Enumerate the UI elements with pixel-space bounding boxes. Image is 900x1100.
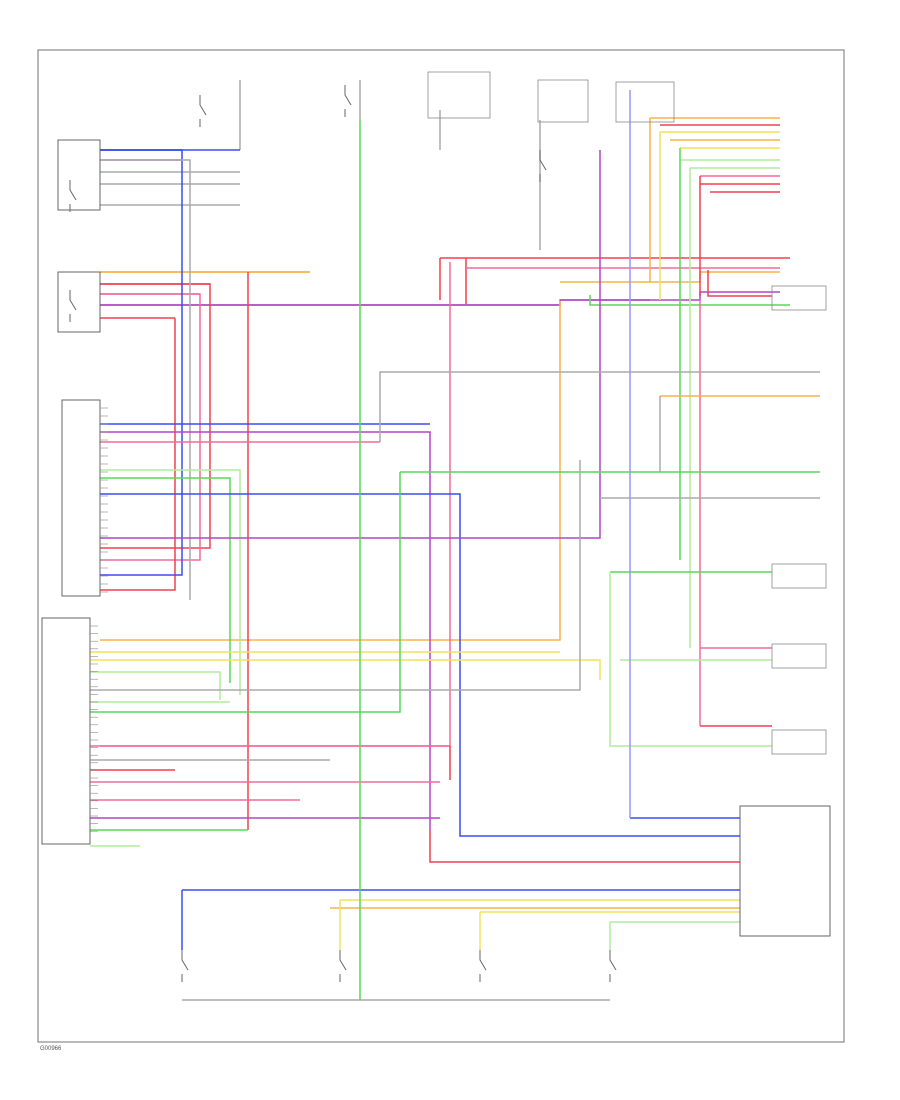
components-layer [41,71,831,937]
door-switch-icon [479,950,487,982]
wire-ltgreen [90,671,221,700]
sensor-box-1 [771,285,827,311]
wire-blue [100,149,183,576]
wires-layer [90,80,820,1001]
wire-green [100,477,231,683]
sensor-box-2 [771,563,827,589]
wire-orange [100,300,561,641]
wire-green [90,472,401,713]
door-switch-icon [69,180,77,212]
door-switch-icon [69,290,77,322]
door-switch-icon [609,950,617,982]
wire-ltgreen [609,572,772,747]
security-module-b [41,617,91,845]
footer-code: G00966 [40,1046,62,1052]
sensor-box-3 [771,643,827,669]
wire-blue [100,493,740,837]
left-upper-connector [57,139,101,211]
left-relay-connector [57,271,101,333]
security-connector-right [739,805,831,937]
diagram-frame [37,49,845,1043]
wire-pink [100,293,201,561]
switches-layer [69,85,617,982]
door-switch-icon [181,950,189,982]
door-switch-icon [539,150,547,182]
door-switch-icon [344,85,352,117]
top-fuse-box-2 [537,79,589,123]
wire-purple [100,431,431,830]
door-switch-icon [199,95,207,127]
wire-yellow [90,659,601,680]
wire-purple [100,150,601,539]
wire-pink [100,262,451,747]
wire-orange [560,271,780,283]
wire-green [589,295,790,306]
door-switch-icon [339,950,347,982]
wire-gray [90,460,581,691]
wire-gray [379,371,820,442]
wire-red [100,283,211,549]
top-fuse-box-3 [615,81,675,123]
sensor-box-4 [771,729,827,755]
wire-red [429,830,740,863]
wire-gray [100,159,191,600]
wire-red [100,318,176,591]
top-fuse-box-1 [427,71,491,119]
wire-ltgreen [100,469,241,695]
security-module-a [61,399,101,597]
wire-red [707,270,772,297]
